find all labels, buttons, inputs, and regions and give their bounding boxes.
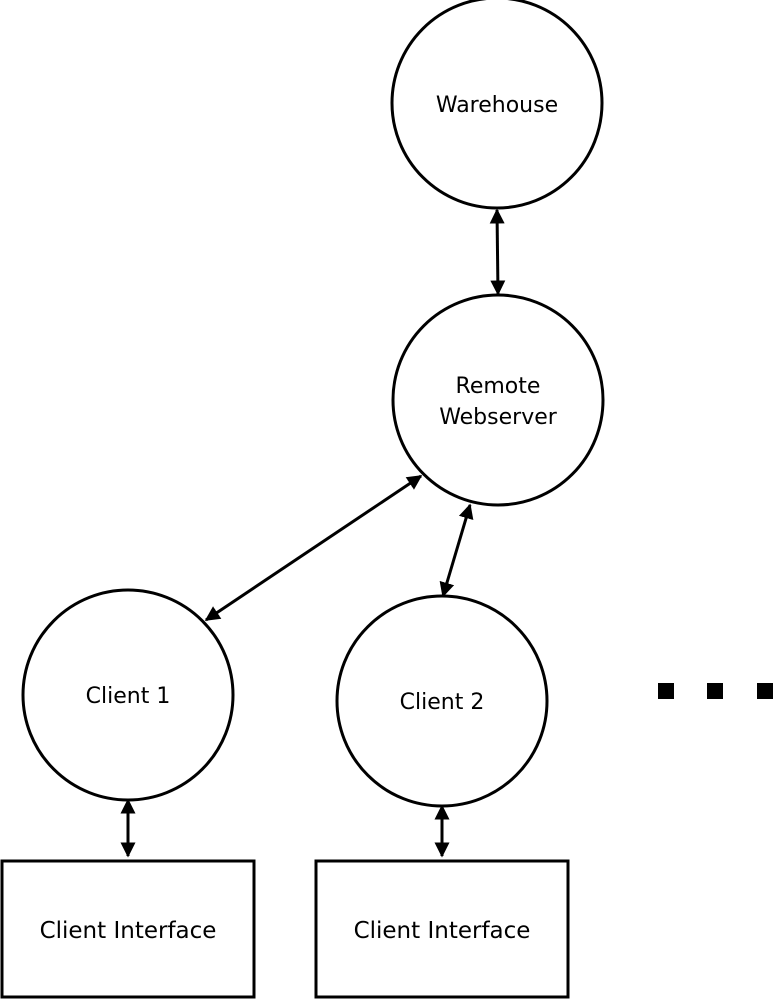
node-client-interface-1: Client Interface: [0, 859, 256, 999]
interface2-box: [314, 859, 570, 999]
node-client-2: Client 2: [335, 594, 549, 808]
webserver-circle: [391, 293, 605, 507]
node-warehouse: Warehouse: [390, 0, 604, 210]
warehouse-label: Warehouse: [436, 93, 558, 118]
webserver-label-line1: Remote: [456, 374, 541, 399]
node-client-interface-2: Client Interface: [314, 859, 570, 999]
client1-label: Client 1: [86, 684, 171, 709]
ellipsis-dot-1: [658, 683, 674, 699]
client2-circle: [335, 594, 549, 808]
node-remote-webserver: Remote Webserver: [391, 293, 605, 507]
edge-webserver-client1: [204, 474, 423, 622]
webserver-label-line2: Webserver: [439, 405, 558, 430]
client2-label: Client 2: [400, 690, 485, 715]
interface1-box: [0, 859, 256, 999]
warehouse-circle: [390, 0, 604, 210]
ellipsis-dot-3: [757, 683, 773, 699]
interface1-label: Client Interface: [40, 918, 217, 944]
client1-circle: [21, 588, 235, 802]
edge-webserver-client2: [439, 503, 474, 598]
ellipsis-dots: [658, 683, 773, 699]
ellipsis-dot-2: [707, 683, 723, 699]
edge-warehouse-webserver: [489, 208, 506, 296]
node-client-1: Client 1: [21, 588, 235, 802]
interface2-label: Client Interface: [354, 918, 531, 944]
